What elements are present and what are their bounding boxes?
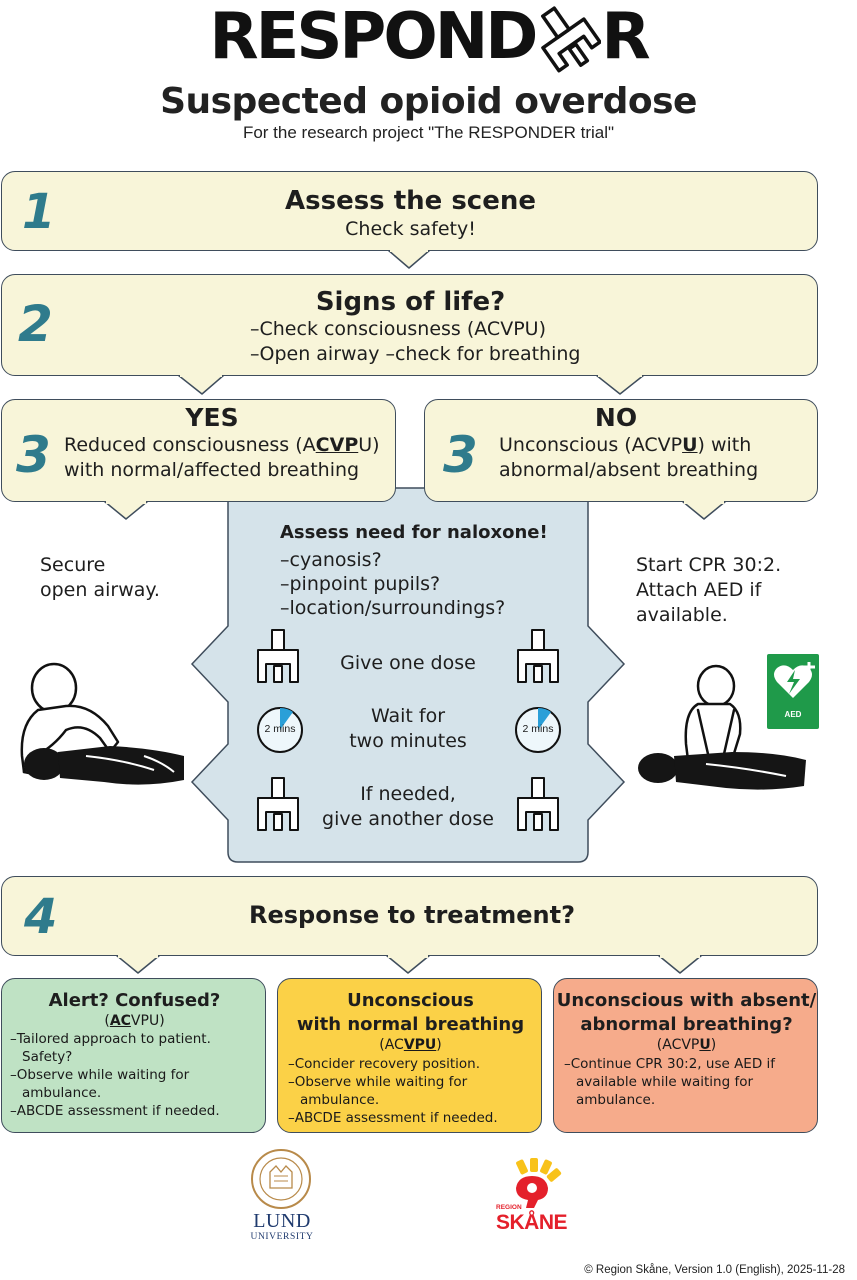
copyright-footer: © Region Skåne, Version 1.0 (English), 2… [584,1264,845,1276]
left-action-text: Secure open airway. [40,553,160,603]
no-line1-end: ) with [697,434,752,456]
outcome-heading: Unconscious with absent/ [556,990,817,1011]
right-action-line: available. [636,604,728,626]
step-1-box: 1 Assess the scene Check safety! [1,171,818,251]
skane-griffin-icon [516,1158,562,1208]
outcome-list: –Continue CPR 30:2, use AED if available… [564,1055,804,1109]
another-dose-line: give another dose [322,808,494,830]
no-box: 3 NO Unconscious (ACVPU) with abnormal/a… [424,399,818,502]
outcome-item: –Observe while waiting for ambulance. [288,1074,468,1108]
naloxone-criterion: –cyanosis? [280,549,382,571]
left-action-line: Secure [40,554,106,576]
responder-logo: RESPOND R [0,0,857,74]
naloxone-criterion: –location/surroundings? [280,597,506,619]
no-line1: Unconscious (ACVP [499,434,683,456]
no-step-number: 3 [443,426,478,484]
skane-logo-text: SKÅNE [496,1211,568,1234]
step-2-heading: Signs of life? [315,287,506,317]
logo-text-right: R [601,0,650,74]
outcome-alert-box: Alert? Confused? (ACVPU) –Tailored appro… [1,978,266,1133]
naloxone-heading: Assess need for naloxone! [280,522,548,543]
naloxone-criterion: –pinpoint pupils? [280,573,441,595]
timer-label: 2 mins [264,723,296,735]
no-scale-emphasis: U [682,434,698,456]
outcome-item: –Concider recovery position. [288,1056,481,1072]
nasal-spray-icon [257,777,299,831]
outcome-item: –ABCDE assessment if needed. [10,1103,220,1119]
outcome-item: –ABCDE assessment if needed. [288,1110,498,1126]
wait-line: two minutes [349,730,467,752]
aed-label: AED [784,710,802,719]
nasal-spray-icon [517,777,559,831]
right-action-text: Start CPR 30:2. Attach AED if available. [636,553,781,628]
step-2-line: –Check consciousness (ACVPU) [250,318,546,340]
outcome-list: –Tailored approach to patient. Safety? –… [10,1030,262,1120]
no-heading: NO [594,403,638,432]
yes-line2: with normal/affected breathing [64,459,360,481]
lund-seal-icon [251,1149,311,1209]
step-4-heading: Response to treatment? [248,901,576,929]
step-2-line: –Open airway –check for breathing [250,343,581,365]
region-skane-logo: REGION SKÅNE [494,1158,586,1238]
timer-label: 2 mins [522,723,554,735]
right-action-line: Attach AED if [636,579,762,601]
naloxone-device-icon [535,2,603,73]
outcome-heading: with normal breathing [296,1014,525,1035]
step-1-text: Check safety! [345,218,476,240]
no-text: Unconscious (ACVPU) with abnormal/absent… [499,433,758,483]
naloxone-criteria: –cyanosis? –pinpoint pupils? –location/s… [280,548,505,620]
another-dose-line: If needed, [360,783,456,805]
outcome-heading: Unconscious [347,990,474,1011]
outcome-scale: (ACVPU) [656,1037,717,1053]
timer-icon: 2 mins [256,706,304,754]
yes-scale-emphasis: CVP [315,434,359,456]
wait-line: Wait for [370,705,446,727]
outcome-item: –Continue CPR 30:2, use AED if available… [564,1056,776,1108]
cpr-rescuer-icon [638,664,806,790]
yes-heading: YES [185,403,239,432]
outcome-scale: (ACVPU) [379,1037,442,1053]
wait-text: Wait for two minutes [300,704,516,754]
yes-line1-end: U) [358,434,380,456]
step-2-number: 2 [18,295,53,353]
no-line2: abnormal/absent breathing [499,459,759,481]
outcome-heading: Alert? Confused? [48,990,221,1011]
step-2-box: 2 Signs of life? –Check consciousness (A… [1,274,818,376]
outcome-normal-breathing-box: Unconscious with normal breathing (ACVPU… [277,978,542,1133]
lund-logo-text: LUND [253,1210,311,1232]
give-one-dose-text: Give one dose [340,652,476,674]
outcome-heading: abnormal breathing? [580,1014,793,1035]
airway-rescuer-icon [20,662,184,785]
yes-line1: Reduced consciousness (A [64,434,316,456]
step-1-heading: Assess the scene [285,186,536,216]
outcome-item: –Observe while waiting for ambulance. [10,1067,190,1101]
page-title: Suspected opioid overdose [160,81,697,122]
outcome-item: –Tailored approach to patient. Safety? [10,1031,211,1065]
skane-logo-region: REGION [496,1204,522,1211]
logo-text-left: RESPOND [209,0,538,74]
right-action-line: Start CPR 30:2. [636,554,782,576]
lund-university-logo: LUND UNIVERSITY [242,1148,322,1244]
timer-icon: 2 mins [514,706,562,754]
step-2-list: –Check consciousness (ACVPU) –Open airwa… [250,317,580,367]
outcome-list: –Concider recovery position. –Observe wh… [288,1055,538,1127]
outcome-absent-breathing-box: Unconscious with absent/ abnormal breath… [553,978,818,1133]
another-dose-text: If needed, give another dose [300,782,516,832]
nasal-spray-icon [517,629,559,683]
left-action-line: open airway. [40,579,160,601]
yes-step-number: 3 [16,426,51,484]
yes-text: Reduced consciousness (ACVPU) with norma… [64,433,380,483]
nasal-spray-icon [257,629,299,683]
aed-icon: AED [767,654,819,729]
outcome-scale: (ACVPU) [104,1013,165,1029]
lund-logo-subtext: UNIVERSITY [250,1232,314,1242]
step-4-number: 4 [24,889,58,945]
step-4-box: 4 Response to treatment? [1,876,818,956]
step-1-number: 1 [22,184,56,240]
page-subtitle: For the research project "The RESPONDER … [242,123,615,142]
yes-box: 3 YES Reduced consciousness (ACVPU) with… [1,399,396,502]
